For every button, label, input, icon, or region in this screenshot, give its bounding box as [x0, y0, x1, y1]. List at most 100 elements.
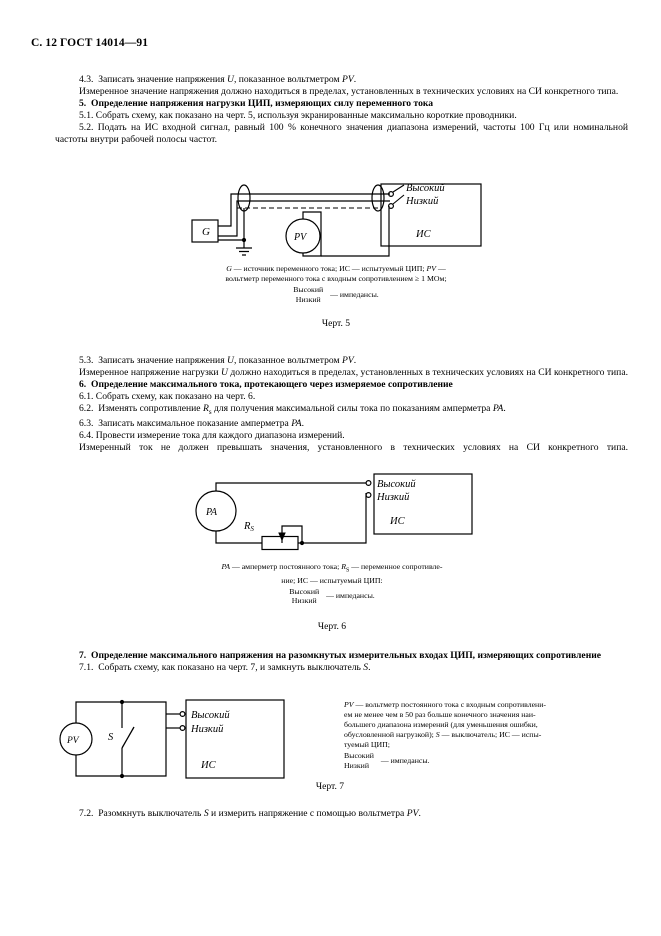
para-text: Записать значение напряжения: [98, 74, 227, 85]
caption-text: — выключатель; ИС — испы-: [439, 730, 542, 739]
impedance-high: Высокий: [289, 586, 320, 596]
symbol-r: R: [202, 403, 209, 415]
caption-impedance-line: Высокий Низкий — импедансы.: [182, 587, 482, 606]
paragraph-measured-voltage: Измеренное значение напряжения должно на…: [79, 86, 619, 98]
switch-blade-s[interactable]: [121, 726, 135, 749]
caption-line-2: вольтметр переменного тока с входным соп…: [225, 274, 447, 283]
terminal-label-low: Низкий: [376, 492, 410, 503]
junction-dot-wiper: [299, 540, 305, 546]
terminal-label-high: Высокий: [377, 479, 416, 490]
device-label-ic: ИС: [200, 760, 217, 771]
para-text: .: [353, 355, 357, 366]
paragraph-7-1: 7.1. Собрать схему, как показано на черт…: [55, 662, 628, 674]
para-text: Разомкнуть выключатель: [98, 808, 204, 819]
meter-label-pv: PV: [66, 736, 80, 746]
caption-text: — вольтметр постоянного тока с входным с…: [353, 700, 547, 709]
para-text: Записать значение напряжения: [98, 355, 227, 366]
caption-line-4: обусловленной нагрузкой); S — выключател…: [344, 730, 625, 740]
junction-dot-switch-top: [119, 699, 125, 705]
para-text: .: [353, 74, 357, 85]
wire-ground-branch: [218, 239, 245, 248]
wire-pa-to-high: [215, 482, 366, 491]
para-text: , показанное вольтметром: [233, 355, 342, 366]
impedance-tail: — импедансы.: [330, 289, 379, 299]
paragraph-6-4: 6.4. Провести измерение тока для каждого…: [79, 430, 345, 442]
page-header: С. 12 ГОСТ 14014—91: [31, 37, 149, 49]
text-block-section-7: 7. Определение максимального напряжения …: [55, 650, 628, 674]
heading-text-6: Определение максимального тока, протекаю…: [91, 379, 453, 391]
caption-line-3: большего диапазона измерений (для уменьш…: [344, 720, 538, 729]
terminal-low: [365, 492, 372, 499]
text-block-section-5-6: 5.3. Записать значение напряжения U, пок…: [55, 355, 628, 454]
paragraph-4-3: 4.3. Записать значение напряжения U, пок…: [55, 74, 628, 86]
device-label-ic: ИС: [415, 229, 432, 240]
device-box-ic: [185, 699, 285, 779]
caption-sym-pv: PV: [426, 264, 437, 273]
terminal-high: [365, 480, 372, 487]
para-text: для получения максимальной силы тока по …: [211, 403, 493, 415]
cable-gland-left-icon: [237, 184, 251, 212]
figure-6-caption: PA — амперметр постоянного тока; RS — пе…: [182, 562, 482, 606]
heading-text-7: Определение максимального напряжения на …: [91, 650, 602, 661]
symbol-u: U: [220, 367, 228, 379]
meter-label-pv: PV: [293, 232, 308, 243]
symbol-s: S: [363, 662, 369, 674]
cable-gland-right-icon: [371, 184, 385, 212]
meter-label-pa: PA: [205, 507, 218, 518]
impedance-high: Высокий: [293, 285, 324, 294]
symbol-r-subscript: s: [208, 408, 212, 417]
para-num-7-2: 7.2.: [79, 808, 94, 819]
para-text: должно находиться в пределах, установлен…: [227, 367, 628, 379]
ground-symbol-icon: [236, 247, 252, 256]
figure-6-diagram: PA RS Высокий Низкий ИС: [178, 472, 478, 554]
impedance-low: Низкий: [291, 596, 317, 606]
figure-5-caption: G — источник переменного тока; ИС — испы…: [186, 264, 486, 304]
heading-text-5: Определение напряжения нагрузки ЦИП, изм…: [91, 98, 434, 110]
impedance-high: Высокий: [344, 751, 374, 760]
symbol-pv: PV: [341, 355, 354, 366]
terminal-low: [179, 725, 186, 732]
caption-line-2: ние; ИС — испытуемый ЦИП:: [281, 575, 383, 585]
heading-section-6: 6. Определение максимального тока, проте…: [55, 379, 628, 391]
paragraph-6-1: 6.1. Собрать схему, как показано на черт…: [79, 391, 256, 403]
impedance-stack: Высокий Низкий: [289, 587, 319, 606]
para-text: Измеренное напряжение нагрузки: [79, 367, 221, 379]
paragraph-7-2: 7.2. Разомкнуть выключатель S и измерить…: [55, 808, 628, 820]
para-text: и измерить напряжение с помощью вольтмет…: [208, 808, 407, 819]
junction-dot-switch-bottom: [119, 773, 125, 779]
caption-sym-pa: PA: [221, 562, 231, 571]
figure-6-number: Черт. 6: [317, 621, 347, 632]
text-block-7-2: 7.2. Разомкнуть выключатель S и измерить…: [55, 808, 628, 820]
symbol-pv: PV: [341, 74, 354, 85]
heading-num-6: 6.: [79, 379, 87, 391]
para-num-4-3: 4.3.: [79, 74, 94, 85]
impedance-tail: — импедансы.: [326, 591, 375, 601]
figure-7-number: Черт. 7: [315, 781, 345, 792]
caption-text: —: [436, 264, 446, 273]
terminal-high: [388, 191, 395, 198]
impedance-tail: — импедансы.: [380, 755, 430, 765]
para-text: .: [418, 808, 421, 819]
text-block-section-4-5: 4.3. Записать значение напряжения U, пок…: [55, 74, 628, 146]
caption-line-5: туемый ЦИП;: [344, 740, 390, 749]
para-num-7-1: 7.1.: [79, 662, 94, 674]
para-num-6-3: 6.3.: [79, 418, 94, 430]
terminal-high: [179, 711, 186, 718]
wire-pa-to-resistor: [215, 531, 262, 544]
impedance-low: Низкий: [295, 294, 321, 304]
figure-7-caption: PV — вольтметр постоянного тока с входны…: [344, 700, 625, 770]
caption-impedance-line: Высокий Низкий — импедансы.: [186, 285, 486, 304]
wiper-arrow-icon: [278, 532, 286, 542]
resistor-rs-body: [261, 535, 299, 551]
device-box-ic: [380, 183, 482, 247]
leader-high: [392, 184, 405, 193]
symbol-u: U: [227, 355, 234, 366]
para-text: .: [301, 418, 305, 430]
terminal-label-high: Высокий: [191, 710, 230, 721]
heading-section-5: 5. Определение напряжения нагрузки ЦИП, …: [55, 98, 628, 110]
caption-sym-s: S: [435, 730, 440, 739]
figure-5-number: Черт. 5: [321, 318, 351, 329]
caption-text: — амперметр постоянного тока;: [230, 562, 342, 571]
paragraph-measured-current: Измеренный ток не должен превышать значе…: [79, 442, 628, 454]
